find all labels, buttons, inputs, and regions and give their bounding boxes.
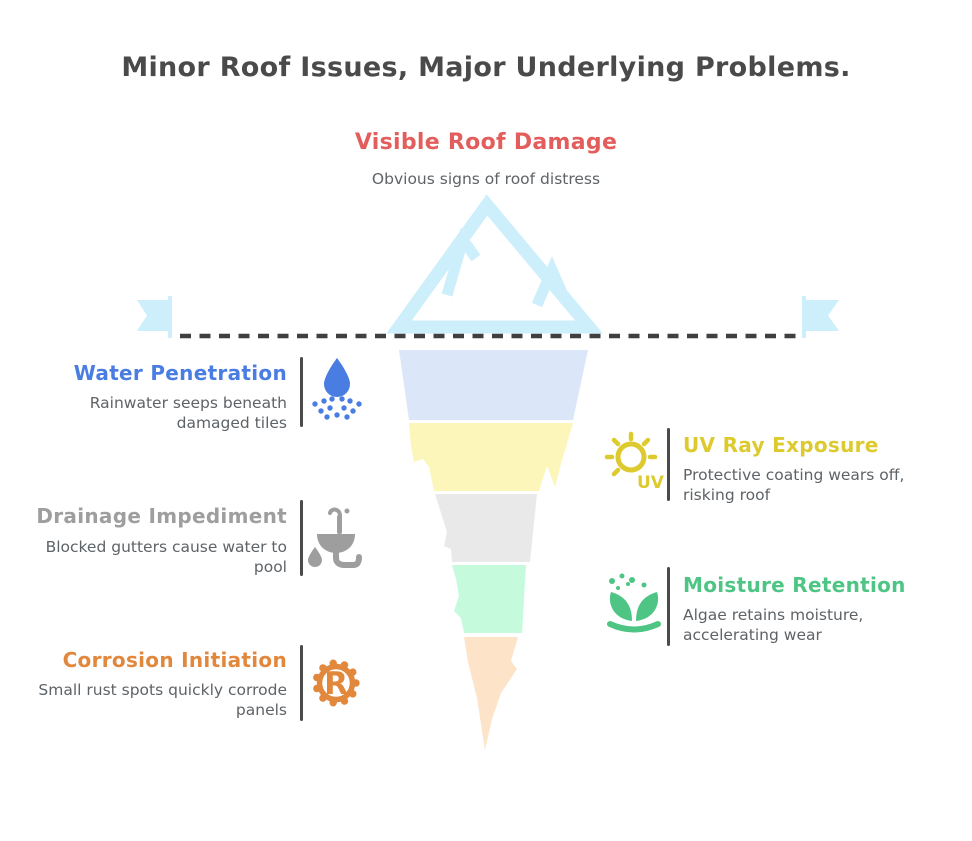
stage-uv-divider <box>667 428 670 501</box>
waterline-flag-right <box>802 296 839 338</box>
stage-moisture-description: Algae retains moisture, accelerating wea… <box>683 606 864 645</box>
stage-corrosion-divider <box>300 645 303 721</box>
stage-drainage-description: Blocked gutters cause water to pool <box>45 538 287 577</box>
stage-corrosion-heading: Corrosion Initiation <box>62 648 287 672</box>
funnel-segment-corrosion <box>464 637 518 750</box>
mountain-icon <box>386 194 603 334</box>
surface-heading: Visible Roof Damage <box>354 130 618 155</box>
funnel-segment-drainage <box>435 494 537 562</box>
sink-icon <box>308 507 362 568</box>
funnel-segment-moisture <box>452 565 526 633</box>
svg-text:UV: UV <box>637 473 665 493</box>
gear-r-icon: R <box>313 659 360 707</box>
stage-drainage-divider <box>300 500 303 576</box>
funnel-segment-water-penetration <box>399 350 588 420</box>
water-drop-icon <box>312 358 362 420</box>
stage-drainage-heading: Drainage Impediment <box>36 504 287 528</box>
sprout-icon <box>607 573 661 633</box>
svg-text:R: R <box>324 666 348 702</box>
funnel-segment-uv-ray <box>409 423 573 491</box>
surface-description: Obvious signs of roof distress <box>371 170 601 188</box>
stage-moisture-divider <box>667 567 670 646</box>
stage-water-heading: Water Penetration <box>73 361 287 385</box>
page-title: Minor Roof Issues, Major Underlying Prob… <box>121 52 851 83</box>
stage-water-divider <box>300 357 303 427</box>
stage-uv-description: Protective coating wears off, risking ro… <box>683 466 905 505</box>
stage-water-description: Rainwater seeps beneath damaged tiles <box>89 394 287 433</box>
waterline-flag-left <box>137 296 172 338</box>
stage-moisture-heading: Moisture Retention <box>683 573 906 597</box>
stage-corrosion-description: Small rust spots quickly corrode panels <box>38 681 287 720</box>
stage-uv-heading: UV Ray Exposure <box>683 433 879 457</box>
sun-uv-icon: UV <box>604 431 665 493</box>
